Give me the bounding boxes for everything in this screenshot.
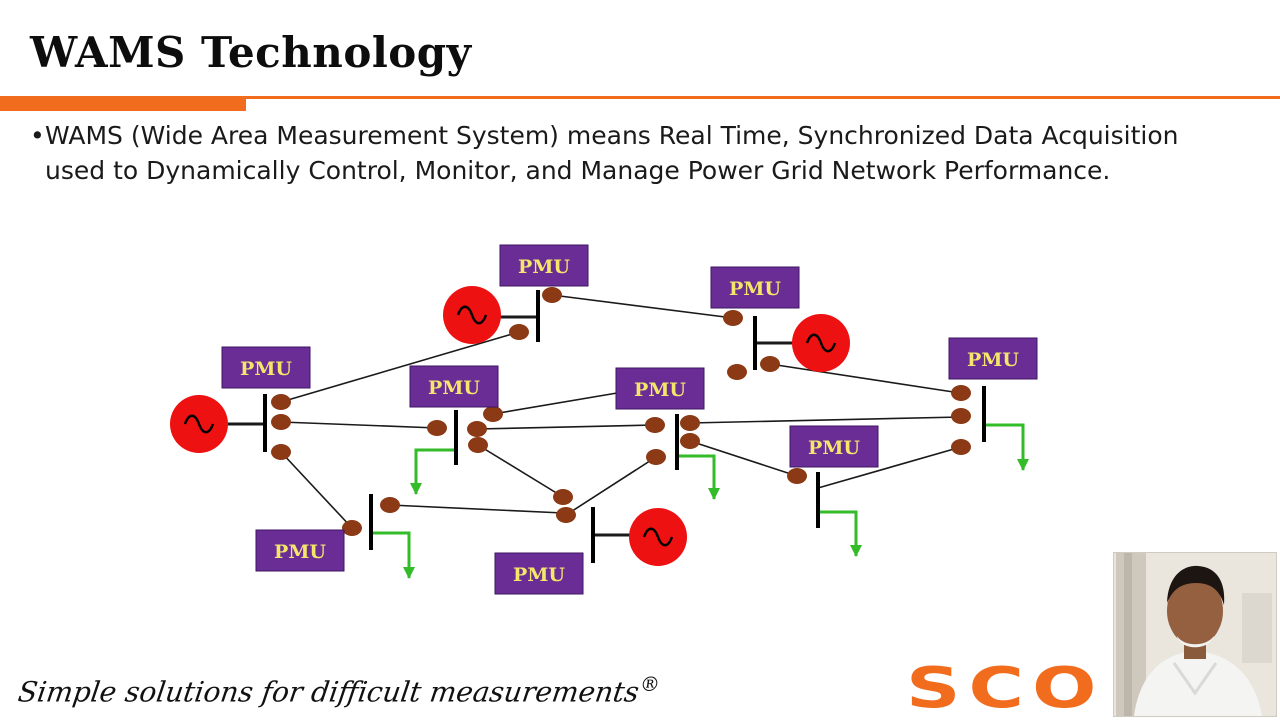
pmu-box (615, 367, 705, 410)
arrow-head-icon (410, 483, 422, 495)
load-arrows (371, 423, 1029, 579)
breakers (271, 287, 971, 536)
pmu-label: PMU (428, 377, 480, 399)
pmu-label: PMU (240, 358, 292, 380)
breaker-icon (542, 287, 562, 303)
pmu-label: PMU (274, 541, 326, 563)
bullet-line-2: used to Dynamically Control, Monitor, an… (45, 156, 1111, 185)
pmu-box (255, 529, 345, 572)
arrow-head-icon (403, 567, 415, 579)
load-arrow-icon (371, 531, 411, 578)
transmission-lines (228, 294, 962, 537)
breaker-icon (951, 439, 971, 455)
pmu-box (221, 346, 311, 389)
breaker-icon (556, 507, 576, 523)
pmu-label: PMU (634, 379, 686, 401)
breaker-icon (427, 420, 447, 436)
breaker-icon (680, 415, 700, 431)
arrow-head-icon (850, 545, 862, 557)
load-arrow-icon (818, 510, 858, 556)
registered-icon: ® (638, 672, 662, 696)
sine-wave-icon (183, 414, 215, 434)
bullet-icon: • (30, 121, 45, 150)
breaker-icon (760, 356, 780, 372)
pmu-box (409, 365, 499, 408)
transmission-line (689, 440, 798, 477)
breaker-icon (467, 421, 487, 437)
breaker-icon (509, 324, 529, 340)
slide-title: WAMS Technology (30, 28, 472, 77)
breaker-icon (787, 468, 807, 484)
title-underline-rule (246, 96, 1280, 99)
breaker-icon (380, 497, 400, 513)
breaker-icon (951, 408, 971, 424)
load-arrow-icon (984, 423, 1025, 470)
pmu-label: PMU (967, 349, 1019, 371)
breaker-icon (951, 385, 971, 401)
pmu-box (494, 552, 584, 595)
arrow-head-icon (708, 488, 720, 500)
presenter-webcam (1113, 552, 1277, 717)
pmu-label: PMU (518, 256, 570, 278)
transmission-line (551, 294, 734, 319)
pmu-box (710, 266, 800, 309)
pmu-box (948, 337, 1038, 380)
breaker-icon (553, 489, 573, 505)
sine-wave-icon (456, 305, 488, 325)
sine-wave-icon (805, 333, 837, 353)
transmission-line (769, 363, 961, 394)
transmission-line (477, 444, 564, 498)
title-underline-accent (0, 96, 246, 111)
tagline-text: Simple solutions for difficult measureme… (16, 675, 642, 709)
bus-bars (263, 290, 986, 563)
breaker-icon (727, 364, 747, 380)
pmu-box (499, 244, 589, 287)
transmission-line (817, 446, 962, 489)
breaker-icon (342, 520, 362, 536)
breaker-icon (468, 437, 488, 453)
pmu-label: PMU (513, 564, 565, 586)
generators (170, 286, 850, 566)
transmission-line (280, 331, 520, 403)
arrow-head-icon (1017, 459, 1029, 471)
breaker-icon (723, 310, 743, 326)
pmu-box (789, 425, 879, 468)
transmission-line (389, 504, 564, 514)
tagline: Simple solutions for difficult measureme… (16, 672, 662, 708)
transmission-line (689, 416, 962, 424)
breaker-icon (271, 444, 291, 460)
transmission-line (280, 451, 353, 529)
brand-logo: SCO (906, 656, 1105, 721)
breaker-icon (645, 417, 665, 433)
transmission-line (280, 421, 438, 429)
load-arrow-icon (414, 448, 456, 494)
transmission-line (565, 456, 657, 516)
bullet-point: • WAMS (Wide Area Measurement System) me… (30, 118, 1250, 188)
transmission-line (492, 391, 624, 415)
bullet-line-1: WAMS (Wide Area Measurement System) mean… (45, 121, 1179, 150)
presenter-video-icon (1114, 553, 1276, 716)
breaker-icon (646, 449, 666, 465)
load-arrow-icon (677, 454, 716, 499)
pmu-boxes: PMU PMU PMU PMU PMU PMU PMU PMU PMU (221, 244, 1038, 595)
pmu-label: PMU (808, 437, 860, 459)
breaker-icon (680, 433, 700, 449)
pmu-label: PMU (729, 278, 781, 300)
transmission-line (476, 424, 656, 430)
breaker-icon (483, 406, 503, 422)
breaker-icon (271, 394, 291, 410)
breaker-icon (271, 414, 291, 430)
sine-wave-icon (642, 527, 674, 547)
